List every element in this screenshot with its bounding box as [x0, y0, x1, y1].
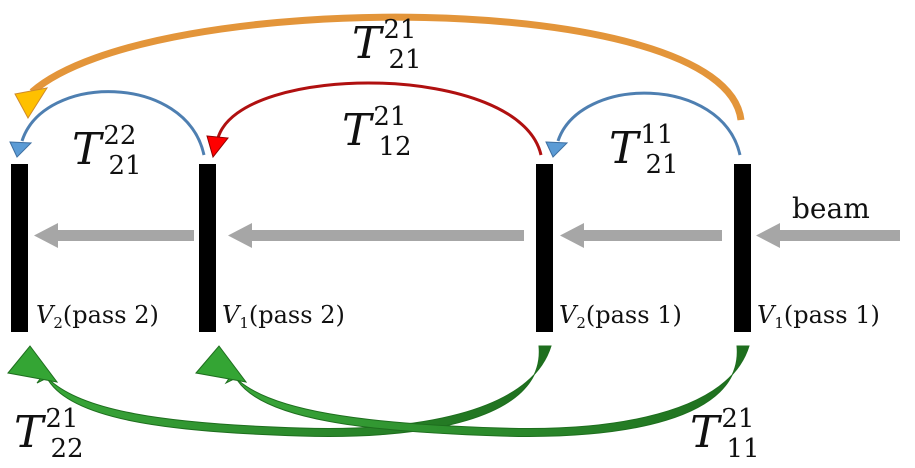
beam-arrow-shaft-2: [582, 230, 722, 241]
screen-v1-pass2: [199, 164, 216, 332]
red-transfer-arrow: [206, 81, 543, 159]
orange-transfer-arrow: [14, 13, 745, 121]
screen-v1-pass1: [734, 164, 751, 332]
beam-arrows: [34, 223, 900, 248]
beam-arrow-shaft-4: [56, 230, 194, 241]
beam-arrow-shaft-1: [778, 230, 900, 241]
green-transfer-arrow-22: [7, 345, 552, 437]
label-v1-pass1: V1(pass 1): [757, 301, 880, 332]
green-transfer-arrow-11: [195, 345, 750, 437]
beam-arrow-head-2: [560, 223, 584, 248]
beam-arrow-head-4: [34, 223, 58, 248]
label-v2-pass2: V2(pass 2): [36, 301, 159, 332]
screen-v2-pass1: [536, 164, 553, 332]
beam-arrow-head-3: [228, 223, 252, 248]
label-v1-pass2: V1(pass 2): [222, 301, 345, 332]
beam-arrow-shaft-3: [250, 230, 524, 241]
label-v2-pass1: V2(pass 1): [559, 301, 682, 332]
beam-arrow-head-1: [756, 223, 780, 248]
blue-transfer-arrow-pass2: [9, 90, 206, 158]
screens: [11, 164, 751, 332]
screen-v2-pass2: [11, 164, 28, 332]
blue-transfer-arrow-pass1: [545, 91, 742, 158]
beam-label: beam: [792, 192, 870, 225]
